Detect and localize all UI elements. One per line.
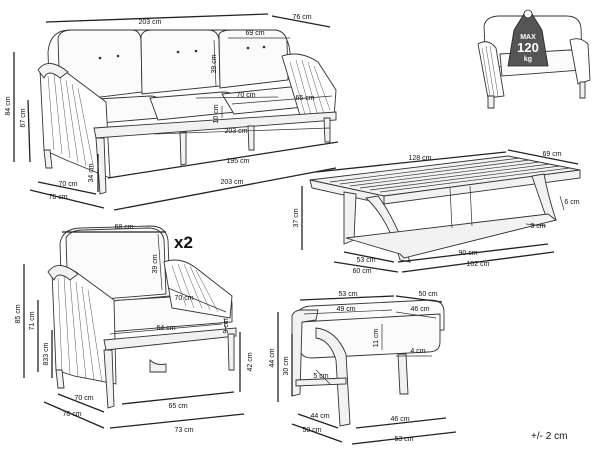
chair-seat-thick: 9 cm (223, 318, 230, 333)
chair-inner-width: 65 cm (168, 403, 187, 410)
sofa-width-top: 203 cm (139, 19, 162, 26)
badge-line2: 120 (517, 40, 539, 55)
ottoman-labels: 53 cm 50 cm 49 cm 46 cm 11 cm 4 cm 5 cm … (269, 291, 438, 443)
table-height: 37 cm (293, 208, 300, 227)
sofa-inner-width: 195 cm (227, 158, 250, 165)
ottoman-top-w-b: 49 cm (336, 306, 355, 313)
ottoman-inner-width: 46 cm (390, 416, 409, 423)
table-labels: 128 cm 69 cm 37 cm 6 cm 3 cm 53 cm 60 cm… (293, 151, 580, 275)
ottoman-cushion-thick: 4 cm (410, 348, 425, 355)
weight-badge: MAX 120 kg (507, 9, 549, 67)
sofa-labels: 203 cm 76 cm 69 cm 39 cm 70 cm 65 cm 10 … (5, 14, 315, 201)
table-width-top: 69 cm (542, 151, 561, 158)
sofa-seat-length: 203 cm (225, 128, 248, 135)
ottoman-drawing (291, 299, 445, 427)
sofa-total-width: 203 cm (221, 179, 244, 186)
table-base-w-a: 53 cm (356, 257, 375, 264)
ottoman-cushion-h: 11 cm (373, 329, 380, 348)
chair-depth-b: 76 cm (62, 411, 81, 418)
chair-drawing (47, 225, 237, 409)
sofa-seat-width: 65 cm (295, 95, 314, 102)
sofa-depth-a: 70 cm (58, 181, 77, 188)
table-length-top: 128 cm (409, 155, 432, 162)
table-base-len-b: 102 cm (467, 261, 490, 268)
chair-quantity: x2 (174, 233, 193, 252)
table-drawing (309, 155, 581, 263)
ottoman-depth-a: 44 cm (310, 413, 329, 420)
ottoman-leg-height: 30 cm (283, 356, 290, 375)
sofa-back-cushion-h: 39 cm (211, 54, 218, 73)
sofa-height: 84 cm (5, 96, 12, 115)
table-base-w-b: 60 cm (352, 268, 371, 275)
sofa-dimension-lines (13, 13, 339, 211)
ottoman-leg-w: 5 cm (313, 373, 328, 380)
sofa-seat-height: 67 cm (20, 108, 27, 127)
ottoman-top-d-a: 50 cm (418, 291, 437, 298)
chair-height: 85 cm (15, 304, 22, 323)
chair-seat-depth: 70 cm (174, 295, 193, 302)
table-top-thick: 6 cm (564, 199, 579, 206)
sofa-drawing (37, 29, 337, 195)
table-base-len-a: 90 cm (458, 250, 477, 257)
badge-line3: kg (524, 56, 532, 63)
ottoman-dimension-lines (277, 295, 457, 445)
sofa-seat-depth: 70 cm (236, 92, 255, 99)
table-base-thick: 3 cm (530, 223, 545, 230)
chair-labels: 68 cm x2 39 cm 70 cm 64 cm 9 cm 85 cm 71… (15, 224, 254, 434)
sofa-seat-thick: 10 cm (213, 104, 220, 123)
chair-total-width: 73 cm (174, 427, 193, 434)
ottoman-top-d-b: 46 cm (410, 306, 429, 313)
chair-seat-level: 833 cm (43, 342, 50, 365)
sofa-depth-b: 76 cm (48, 194, 67, 201)
ottoman-depth-b: 50 cm (302, 427, 321, 434)
ottoman-top-w-a: 53 cm (338, 291, 357, 298)
table-dimension-lines (301, 149, 579, 273)
sofa-leg-height: 34 cm (88, 163, 95, 182)
ottoman-height: 44 cm (269, 348, 276, 367)
chair-arm-height: 42 cm (247, 352, 254, 371)
chair-seat-width: 64 cm (156, 325, 175, 332)
chair-depth-a: 70 cm (74, 395, 93, 402)
ottoman-total-width: 53 cm (394, 436, 413, 443)
sofa-back-cushion-w: 69 cm (245, 30, 264, 37)
chair-seat-height: 71 cm (29, 311, 36, 330)
tolerance-note: +/- 2 cm (531, 431, 567, 442)
chair-dimension-lines (23, 231, 245, 429)
sofa-depth-top: 76 cm (292, 14, 311, 21)
chair-back-width: 68 cm (114, 224, 133, 231)
badge-line1: MAX (520, 34, 536, 41)
chair-back-cushion-h: 39 cm (152, 254, 159, 273)
